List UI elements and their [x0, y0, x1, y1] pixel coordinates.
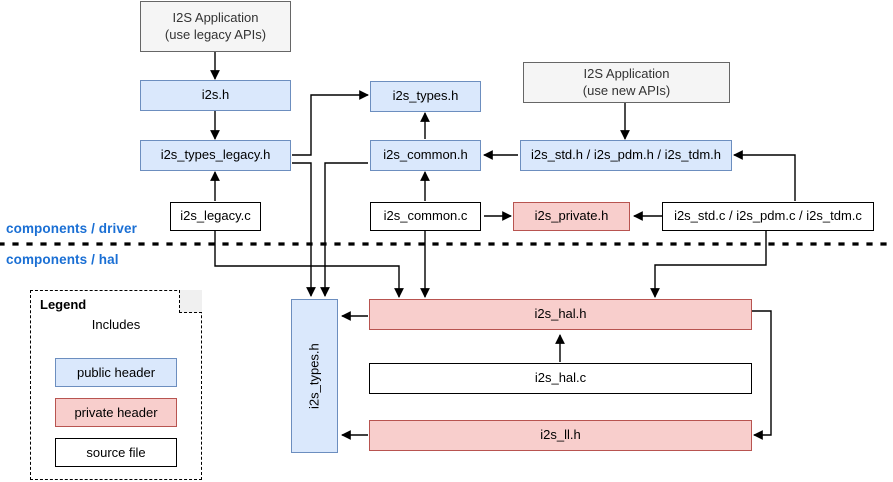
node-i2s-std-pdm-tdm-c[interactable]: i2s_std.c / i2s_pdm.c / i2s_tdm.c: [662, 202, 874, 231]
legend-swatch-public-header: public header: [55, 358, 177, 387]
node-i2s-application-new[interactable]: I2S Application (use new APIs): [523, 62, 730, 103]
legend-panel: Legend Includes public header private he…: [30, 290, 202, 480]
legend-swatch-private-header: private header: [55, 398, 177, 427]
node-i2s-h[interactable]: i2s.h: [140, 80, 291, 111]
node-i2s-hal-h[interactable]: i2s_hal.h: [369, 299, 752, 330]
node-i2s-std-pdm-tdm-h[interactable]: i2s_std.h / i2s_pdm.h / i2s_tdm.h: [520, 140, 732, 171]
node-i2s-common-h[interactable]: i2s_common.h: [370, 140, 481, 171]
node-i2s-private-h[interactable]: i2s_private.h: [513, 202, 630, 231]
node-i2s-types-legacy-h[interactable]: i2s_types_legacy.h: [140, 140, 291, 171]
node-i2s-legacy-c[interactable]: i2s_legacy.c: [170, 202, 261, 231]
node-i2s-ll-h[interactable]: i2s_ll.h: [369, 420, 752, 451]
node-i2s-hal-c[interactable]: i2s_hal.c: [369, 363, 752, 394]
legend-swatch-source-file: source file: [55, 438, 177, 467]
node-i2s-common-c[interactable]: i2s_common.c: [370, 202, 481, 231]
legend-fold-corner-icon: [179, 290, 202, 313]
layer-label-driver: components / driver: [6, 221, 137, 236]
legend-includes-label: Includes: [91, 317, 141, 332]
layer-label-hal: components / hal: [6, 252, 119, 267]
node-i2s-types-h[interactable]: i2s_types.h: [370, 81, 481, 112]
node-i2s-application-legacy[interactable]: I2S Application (use legacy APIs): [140, 1, 291, 52]
legend-title: Legend: [40, 297, 87, 312]
node-i2s-types-h-hal[interactable]: i2s_types.h: [291, 299, 338, 453]
